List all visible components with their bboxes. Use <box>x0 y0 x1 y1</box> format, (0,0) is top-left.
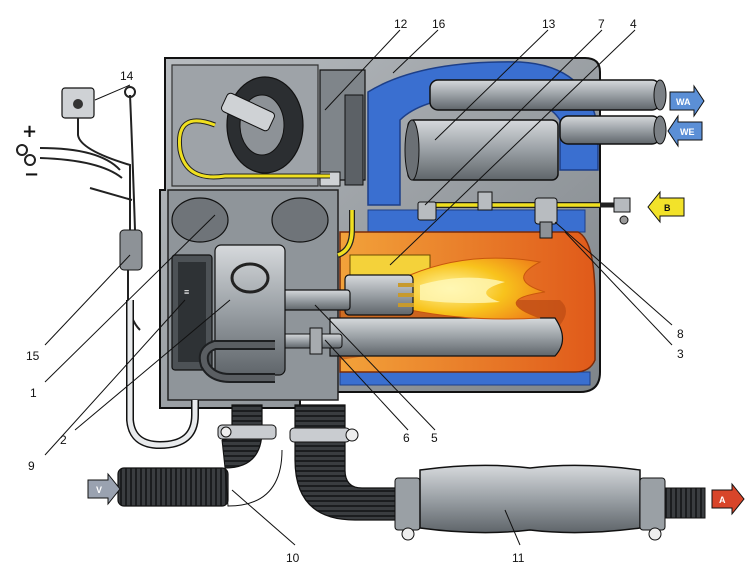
callout-14: 14 <box>120 69 134 83</box>
arrow-a-label: A <box>719 495 726 505</box>
flame <box>409 257 546 320</box>
arrow-b-label: B <box>664 203 671 213</box>
callout-9: 9 <box>28 459 35 473</box>
air-intake-hose <box>117 404 283 507</box>
combustion-air-blower <box>221 69 366 187</box>
callout-16: 16 <box>432 17 446 31</box>
callout-numbers: 12 16 13 7 4 14 15 1 9 2 10 11 6 5 8 3 <box>26 17 684 565</box>
internal-hose <box>198 340 275 383</box>
callout-7: 7 <box>598 17 605 31</box>
arrow-b: B <box>647 190 685 224</box>
callout-8: 8 <box>677 327 684 341</box>
callout-6: 6 <box>403 431 410 445</box>
callout-10: 10 <box>286 551 300 565</box>
callout-12: 12 <box>394 17 408 31</box>
flame-sensor <box>271 327 343 355</box>
fuel-line <box>336 197 631 258</box>
arrow-v: V <box>87 472 121 506</box>
callout-1: 1 <box>30 386 37 400</box>
sensor-wire <box>176 118 330 180</box>
leader-lines <box>44 29 673 546</box>
arrow-wa: WA <box>669 84 705 118</box>
arrow-we-label: WE <box>680 127 695 137</box>
callout-13: 13 <box>542 17 556 31</box>
callout-2: 2 <box>60 433 67 447</box>
heat-exchanger <box>404 119 559 181</box>
callout-15: 15 <box>26 349 40 363</box>
exhaust-system <box>289 404 706 541</box>
callout-5: 5 <box>431 431 438 445</box>
arrow-wa-label: WA <box>676 97 691 107</box>
arrow-v-label: V <box>96 485 102 495</box>
callout-4: 4 <box>630 17 637 31</box>
minus-sign: − <box>24 164 39 185</box>
coolant-pipes <box>429 79 667 145</box>
svg-text:≡: ≡ <box>184 287 189 297</box>
plus-sign: + <box>22 121 37 142</box>
callout-3: 3 <box>677 347 684 361</box>
arrow-a: A <box>711 482 745 516</box>
temperature-sensors <box>417 191 558 239</box>
arrow-we: WE <box>667 114 703 148</box>
control-unit: ≡ <box>171 254 213 371</box>
callout-11: 11 <box>512 551 525 565</box>
